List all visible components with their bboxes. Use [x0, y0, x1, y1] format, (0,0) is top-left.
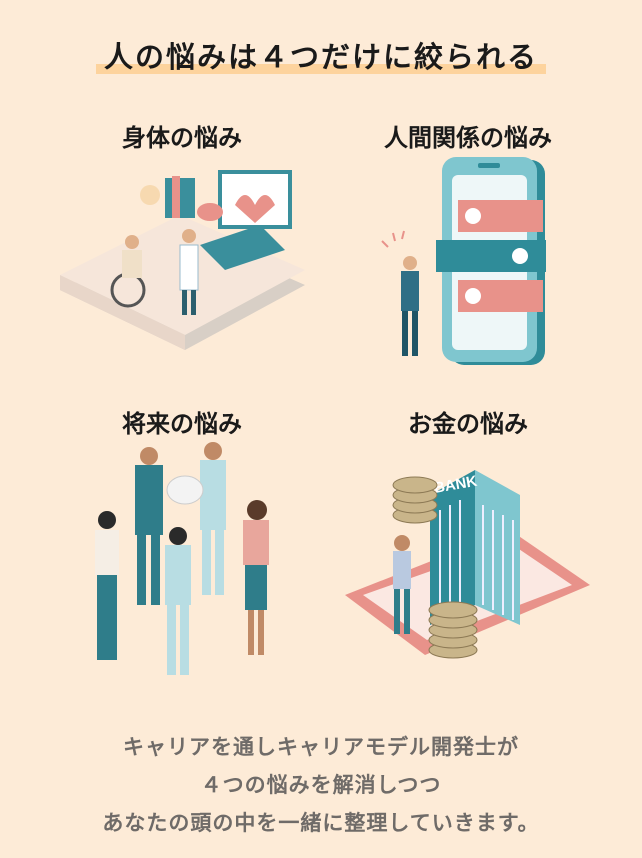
footer-line-1: キャリアを通しキャリアモデル開発士が — [123, 735, 519, 759]
page-title-text: 人の悩みは４つだけに絞られる — [103, 40, 538, 74]
quadrant-label-body: 身体の悩み — [122, 124, 242, 152]
health-care-illustration — [60, 170, 305, 350]
people-celebrating-illustration — [95, 442, 269, 675]
bank-coins-illustration: BANK — [345, 470, 590, 659]
quadrant-label-future: 将来の悩み — [122, 410, 242, 438]
page-title: 人の悩みは４つだけに絞られる — [95, 34, 547, 76]
footer-line-3: あなたの頭の中を一緒に整理していきます。 — [102, 811, 540, 835]
quadrant-label-relationships: 人間関係の悩み — [384, 124, 552, 152]
title-container: 人の悩みは４つだけに絞られる — [0, 34, 642, 76]
footer-line-2: ４つの悩みを解消しつつ — [200, 773, 442, 797]
footer-text: キャリアを通しキャリアモデル開発士が ４つの悩みを解消しつつ あなたの頭の中を一… — [0, 728, 642, 842]
quadrant-label-money: お金の悩み — [408, 410, 528, 438]
smartphone-chat-illustration — [381, 157, 546, 365]
